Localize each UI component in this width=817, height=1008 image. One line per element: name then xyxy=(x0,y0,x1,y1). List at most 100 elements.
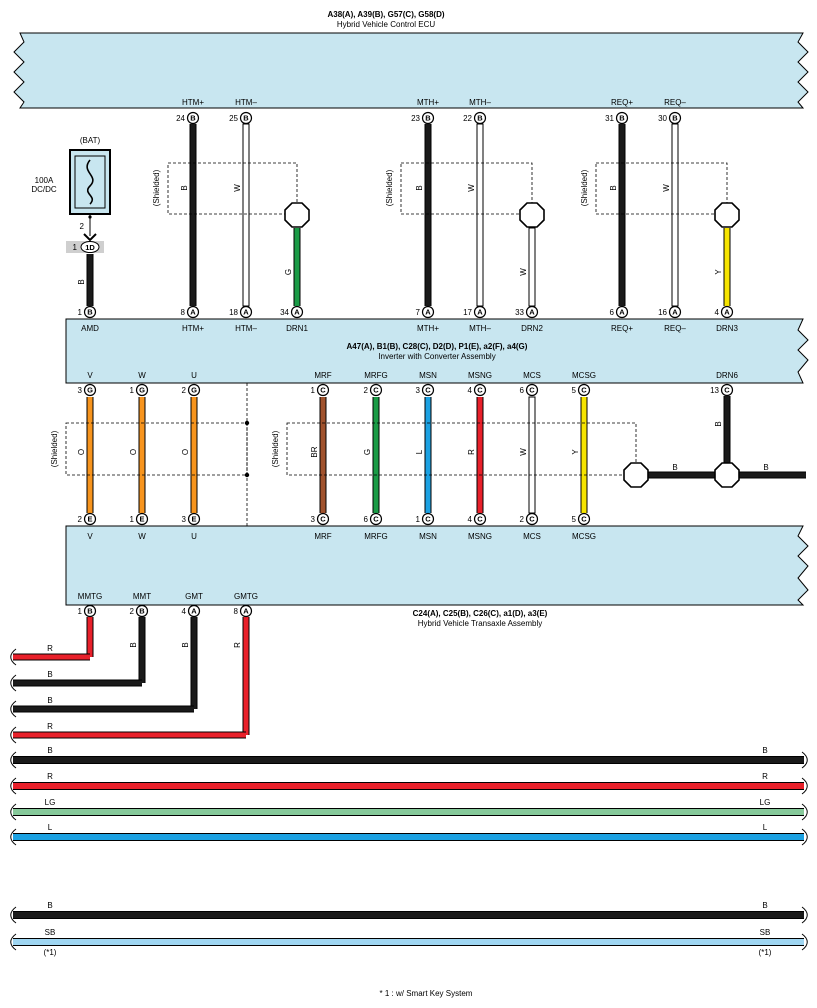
ground-label-1: B xyxy=(672,463,677,472)
transaxle-box xyxy=(65,525,809,606)
transaxle-bottom-pin-label-4: GMTG xyxy=(234,592,258,601)
transaxle-top-pin-5-letter: C xyxy=(373,515,379,524)
inverter-bottom-pin-4-number: 1 xyxy=(311,386,316,395)
inverter-top-pin-4-circle xyxy=(290,305,304,319)
upper-wire-label-6: W xyxy=(519,268,528,276)
fuse-conn-id: 1D xyxy=(85,243,95,252)
shielded-label-upper-2: (Shielded) xyxy=(385,169,394,206)
inverter-top-pin-2-number: 8 xyxy=(181,308,186,317)
inverter-top-pin-5-letter: A xyxy=(425,308,431,317)
transaxle-bottom-pin-1-circle xyxy=(83,604,97,618)
transaxle-top-pin-5-circle xyxy=(369,512,383,526)
inverter-bottom-pin-label-3: U xyxy=(191,371,197,380)
inverter-top-pin-10-letter: A xyxy=(724,308,730,317)
ecu-subtitle: Hybrid Vehicle Control ECU xyxy=(337,20,435,29)
transaxle-assembly: C24(A), C25(B), C26(C), a1(D), a3(E) Hyb… xyxy=(65,525,809,628)
transaxle-top-pin-6-circle xyxy=(421,512,435,526)
inverter-top-pin-label-8: REQ+ xyxy=(611,324,633,333)
break-bottom-right-2 xyxy=(801,933,808,951)
drop-vlabel-2: B xyxy=(129,642,138,647)
inverter-top-pin-1-circle xyxy=(83,305,97,319)
transaxle-bottom-pin-1-number: 1 xyxy=(78,607,83,616)
transaxle-bottom-pin-3-letter: A xyxy=(191,607,197,616)
drop-vlabel-3: B xyxy=(181,642,190,647)
middle-wire-label-1: O xyxy=(77,449,86,455)
inverter-bottom-pin-1-number: 3 xyxy=(78,386,83,395)
ecu-pin-6-letter: B xyxy=(672,114,678,123)
through-wire-left-label-3: LG xyxy=(45,798,56,807)
transaxle-top-pin-label-2: W xyxy=(138,532,146,541)
ecu-pin-6-number: 30 xyxy=(658,114,667,123)
inverter-bottom-pin-8-circle xyxy=(525,383,539,397)
inverter-top-pin-3-letter: A xyxy=(243,308,249,317)
inverter-bottom-pin-4-letter: C xyxy=(320,386,326,395)
transaxle-top-pin-label-8: MCS xyxy=(523,532,541,541)
transaxle-top-pin-label-1: V xyxy=(87,532,93,541)
transaxle-top-pin-8-circle xyxy=(525,512,539,526)
through-wire-left-label-4: L xyxy=(48,823,53,832)
through-wire-left-label-1: B xyxy=(47,746,52,755)
ecu-pin-label-3: MTH+ xyxy=(417,98,439,107)
transaxle-top-pin-label-5: MRFG xyxy=(364,532,388,541)
ecu-pin-label-4: MTH– xyxy=(469,98,491,107)
ecu-pin-2-circle xyxy=(239,111,253,125)
inverter-top-pin-6-circle xyxy=(473,305,487,319)
bottom-wire-left-label-1: B xyxy=(47,901,52,910)
bottom-wire-left-note-2: (*1) xyxy=(44,948,57,957)
break-drop-1 xyxy=(10,648,17,666)
inverter-bottom-pin-3-circle xyxy=(187,383,201,397)
inverter-top-pin-4-number: 34 xyxy=(280,308,289,317)
transaxle-bottom-pin-label-2: MMT xyxy=(133,592,151,601)
shield-upper-3 xyxy=(595,162,728,215)
upper-wire-label-4: B xyxy=(415,185,424,190)
wire-drain2 xyxy=(528,227,536,307)
transaxle-bottom-pin-label-3: GMT xyxy=(185,592,203,601)
ecu-pin-label-6: REQ– xyxy=(664,98,686,107)
transaxle-top-pin-4-circle xyxy=(316,512,330,526)
middle-wire-label-4: BR xyxy=(310,446,319,457)
shield-middle-1-dot-bottom xyxy=(244,472,250,478)
drop-hlabel-4: R xyxy=(47,722,53,731)
transaxle-top-pin-6-letter: C xyxy=(425,515,431,524)
inverter-title: A47(A), B1(B), C28(C), D2(D), P1(E), a2(… xyxy=(347,342,528,351)
inverter-bottom-pin-7-number: 4 xyxy=(468,386,473,395)
wire-pair1-minus xyxy=(242,123,250,307)
ground-splice xyxy=(714,462,740,488)
inverter-bottom-pin-3-number: 2 xyxy=(182,386,187,395)
shield-splice-upper-2 xyxy=(519,202,545,228)
inverter-bottom-pin-label-8: MCS xyxy=(523,371,541,380)
inverter-top-pin-9-letter: A xyxy=(672,308,678,317)
inverter-top-pin-4-letter: A xyxy=(294,308,300,317)
upper-wire-label-5: W xyxy=(467,184,476,192)
inverter-top-pin-3-number: 18 xyxy=(229,308,238,317)
inverter-top-pin-8-circle xyxy=(615,305,629,319)
bottom-wire-right-note-2: (*1) xyxy=(759,948,772,957)
middle-wire-label-7: R xyxy=(467,449,476,455)
inverter-top-pin-1-letter: B xyxy=(87,308,93,317)
inverter-subtitle: Inverter with Converter Assembly xyxy=(378,352,495,361)
ecu-pin-4-circle xyxy=(473,111,487,125)
inverter-bottom-pin-label-2: W xyxy=(138,371,146,380)
inverter-top-pin-label-10: DRN3 xyxy=(716,324,738,333)
inverter-top-pin-label-9: REQ– xyxy=(664,324,686,333)
inverter-bottom-pin-4-circle xyxy=(316,383,330,397)
fuse-element-icon xyxy=(86,159,94,205)
inverter-bottom-pin-2-number: 1 xyxy=(130,386,135,395)
transaxle-top-pin-label-4: MRF xyxy=(314,532,331,541)
inverter-bottom-pin-label-5: MRFG xyxy=(364,371,388,380)
inverter-top-pin-5-number: 7 xyxy=(416,308,421,317)
inverter-top-pin-label-7: DRN2 xyxy=(521,324,543,333)
inverter-assembly: A47(A), B1(B), C28(C), D2(D), P1(E), a2(… xyxy=(65,318,809,384)
transaxle-bottom-pin-1-letter: B xyxy=(87,607,93,616)
fuse-conn-badge xyxy=(80,241,100,253)
hv-control-ecu: A38(A), A39(B), G57(C), G58(D) Hybrid Ve… xyxy=(13,10,809,109)
fuse-conn-num: 1 xyxy=(73,243,78,252)
bottom-wire-left-label-2: SB xyxy=(45,928,56,937)
ecu-title: A38(A), A39(B), G57(C), G58(D) xyxy=(327,10,444,19)
inverter-bottom-pin-5-circle xyxy=(369,383,383,397)
transaxle-top-pin-7-number: 4 xyxy=(468,515,473,524)
upper-wire-label-3: G xyxy=(284,269,293,275)
upper-wire-label-1: B xyxy=(180,185,189,190)
inverter-bottom-pin-label-9: MCSG xyxy=(572,371,596,380)
through-wire-left-label-2: R xyxy=(47,772,53,781)
